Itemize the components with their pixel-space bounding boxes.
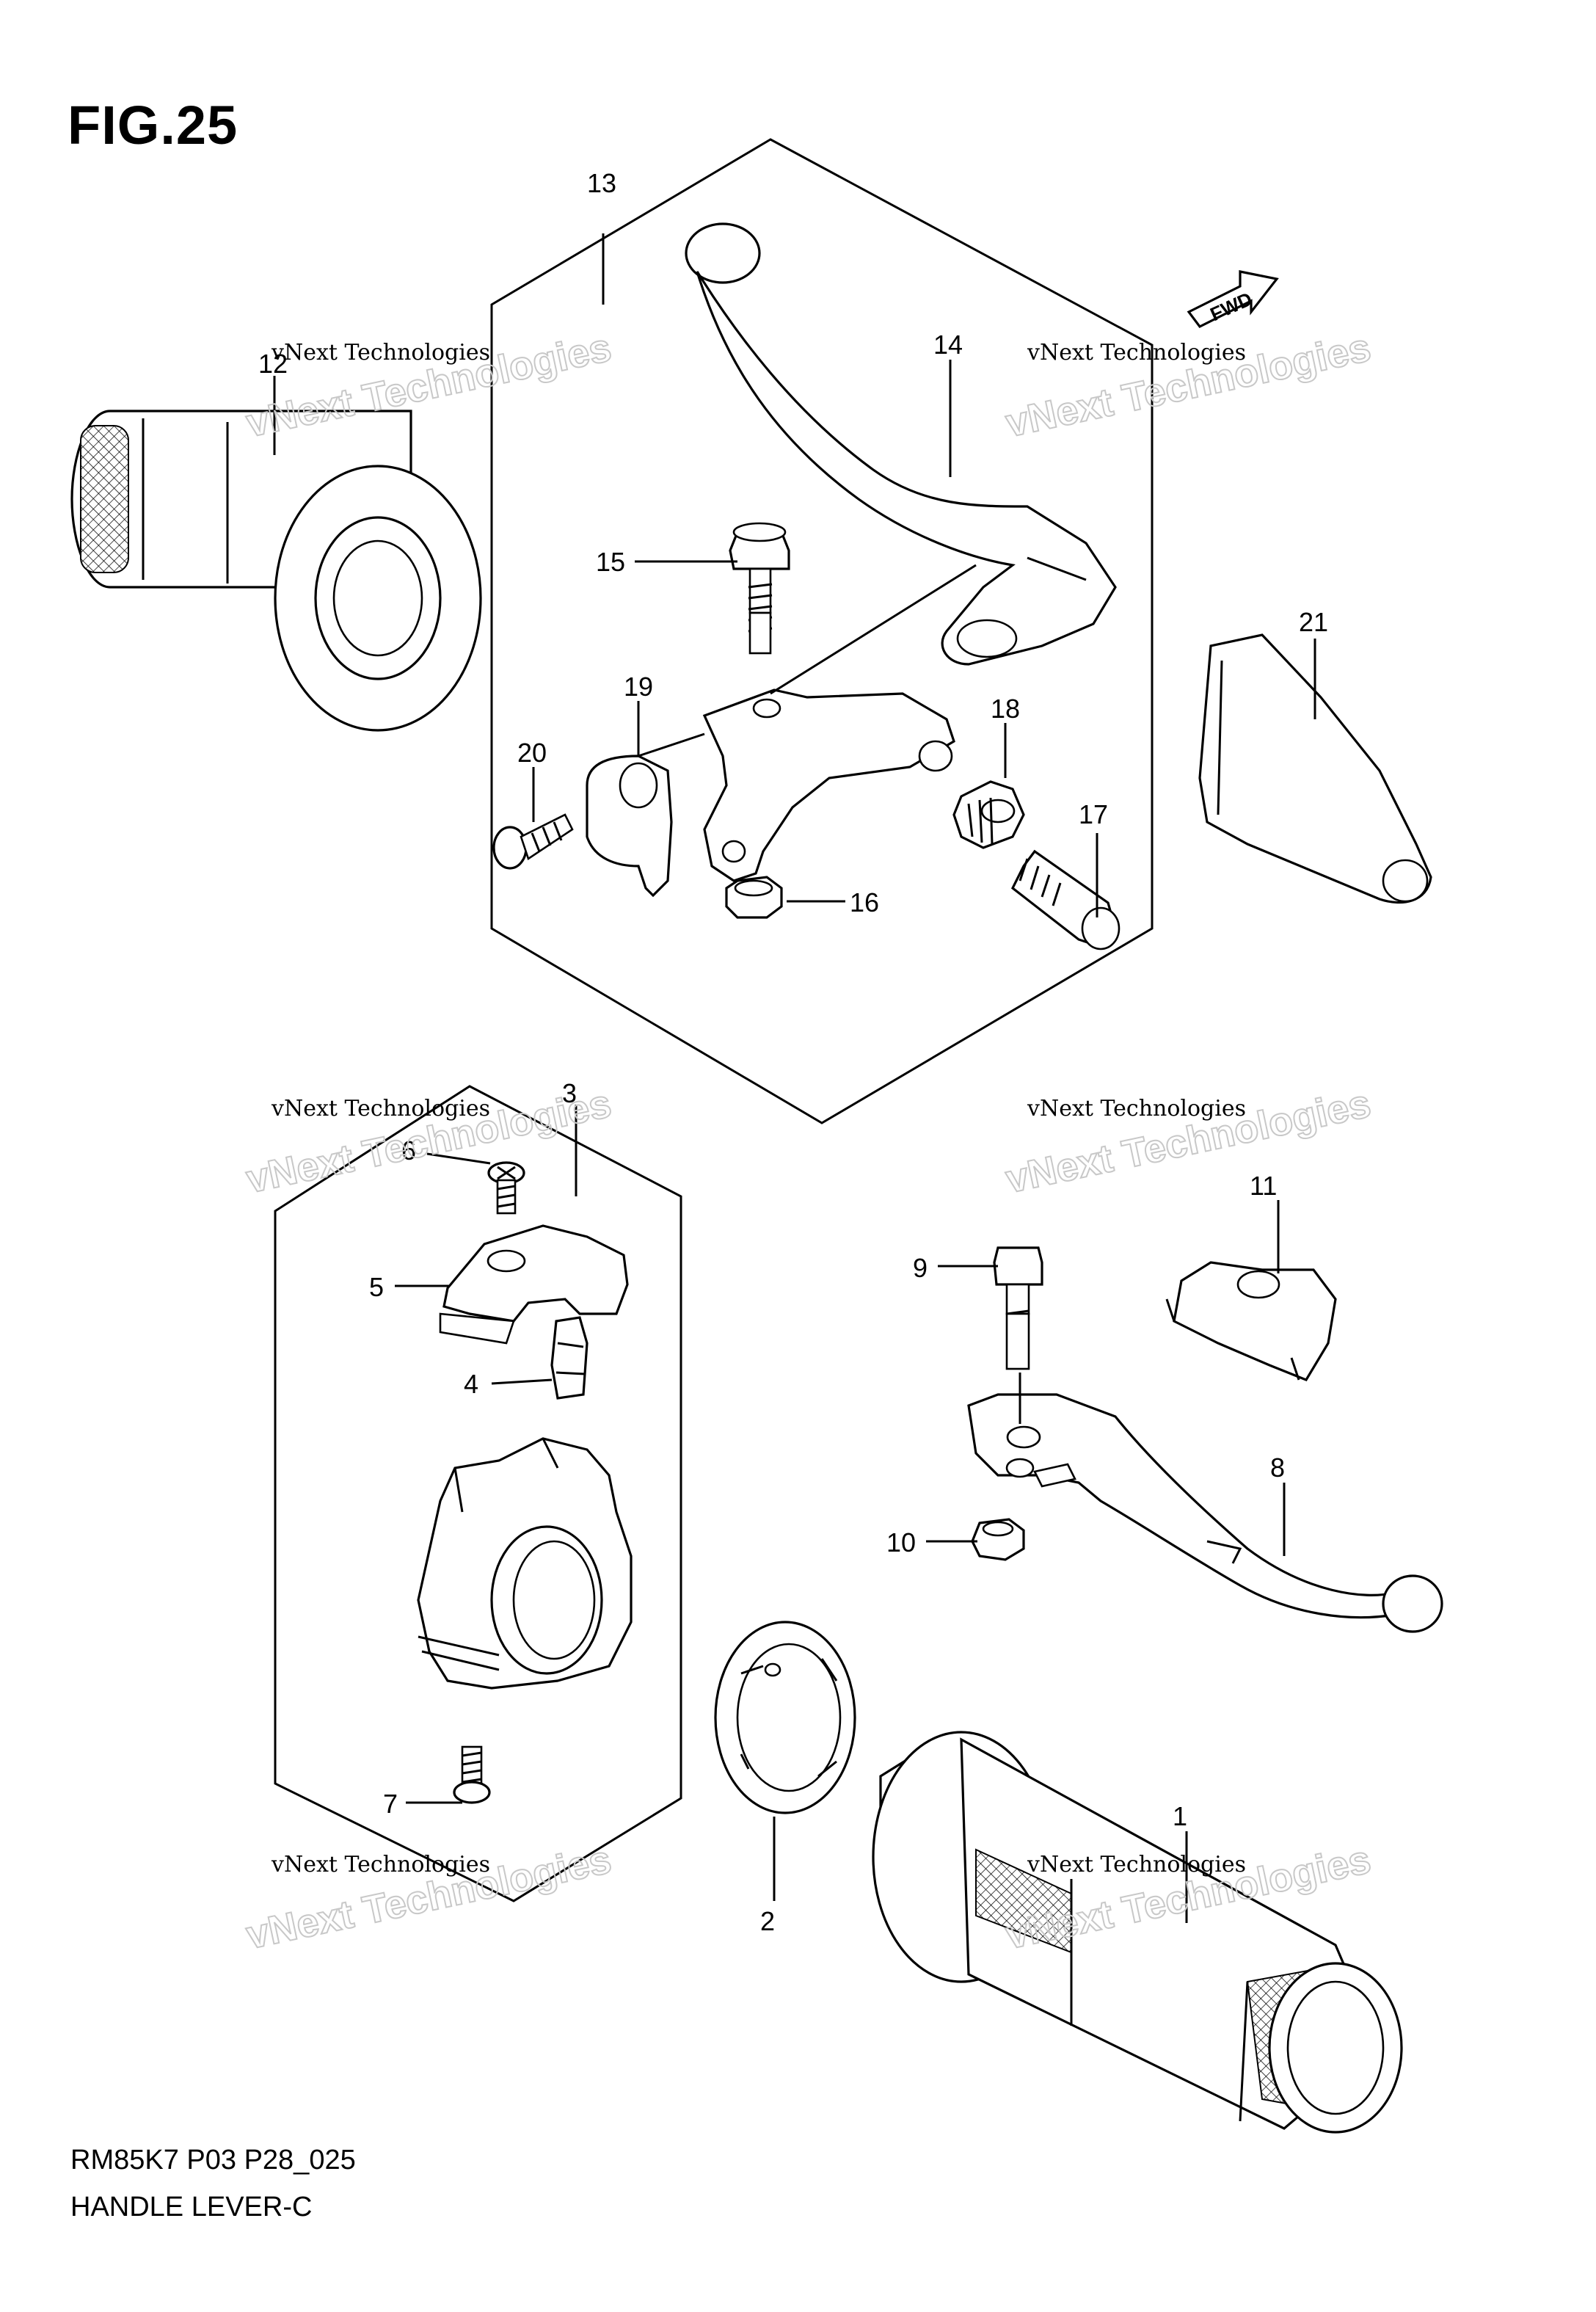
- watermark-mid-left: vNext Technologies vNext Technologies: [242, 1080, 616, 1202]
- screw-part-20: [492, 813, 574, 870]
- model-code: RM85K7 P03 P28_025: [70, 2145, 356, 2175]
- lever-holder: [702, 688, 955, 882]
- callout-17: 17: [1079, 799, 1108, 829]
- callout-9: 9: [913, 1253, 928, 1283]
- callout-13: 13: [587, 168, 616, 198]
- callout-5: 5: [369, 1272, 384, 1302]
- callout-8: 8: [1270, 1453, 1285, 1483]
- figure-title: FIG.25: [68, 95, 238, 156]
- watermark-bottom-left: vNext Technologies vNext Technologies: [242, 1836, 616, 1958]
- clip-part-4: [550, 1316, 589, 1400]
- boot-part-21: [1198, 633, 1432, 904]
- callout-1: 1: [1173, 1801, 1187, 1831]
- svg-text:vNext Technologies: vNext Technologies: [1027, 1852, 1246, 1877]
- fwd-arrow-icon: FWD: [1187, 270, 1279, 329]
- callout-numbers: 1 2 3 4 5 6 7 8 9 10 11 12 13 14 15 16 1…: [258, 168, 1328, 1936]
- bolt-part-15: [729, 522, 790, 655]
- nut-part-10: [971, 1518, 1025, 1561]
- callout-4: 4: [464, 1369, 478, 1399]
- svg-text:vNext Technologies: vNext Technologies: [1027, 340, 1246, 366]
- callout-18: 18: [991, 694, 1020, 724]
- lever-part-14: [685, 222, 1117, 666]
- callout-10: 10: [886, 1527, 916, 1557]
- bracket-part-5: [439, 1224, 629, 1345]
- assembly-outline-13: [490, 138, 1154, 1124]
- callout-15: 15: [596, 547, 625, 577]
- lever-part-8: [967, 1393, 1443, 1633]
- svg-text:vNext Technologies: vNext Technologies: [271, 1096, 490, 1122]
- switch-housing: [417, 1437, 633, 1690]
- callout-14: 14: [933, 330, 963, 360]
- callout-7: 7: [383, 1789, 398, 1819]
- watermark-top-right: vNext Technologies vNext Technologies: [1002, 324, 1376, 446]
- callout-6: 6: [401, 1135, 416, 1166]
- callout-2: 2: [760, 1906, 775, 1936]
- clamp-part-19: [586, 755, 673, 898]
- svg-text:vNext Technologies: vNext Technologies: [1027, 1096, 1246, 1122]
- callout-12: 12: [258, 349, 288, 379]
- callout-19: 19: [624, 672, 653, 702]
- screw-part-6: [487, 1161, 525, 1215]
- callout-3: 3: [562, 1078, 577, 1108]
- svg-text:vNext Technologies: vNext Technologies: [271, 1852, 490, 1877]
- watermark-top-left: vNext Technologies vNext Technologies: [242, 324, 616, 446]
- holder-part-11: [1165, 1261, 1337, 1381]
- grip-right-part-1: [872, 1731, 1403, 2134]
- adjuster-bolt-part-17: [1010, 849, 1121, 950]
- svg-text:vNext Technologies: vNext Technologies: [271, 340, 490, 366]
- ring-part-2: [714, 1621, 856, 1814]
- assembly-outline-3: [274, 1085, 682, 1902]
- nut-part-16: [725, 876, 783, 919]
- callout-21: 21: [1299, 607, 1328, 637]
- screw-part-7: [453, 1745, 491, 1804]
- watermark-mid-right: vNext Technologies vNext Technologies: [1002, 1080, 1376, 1202]
- bolt-part-9: [993, 1246, 1043, 1370]
- diagram-caption: HANDLE LEVER-C: [70, 2192, 313, 2222]
- callout-20: 20: [517, 738, 547, 768]
- callout-16: 16: [850, 887, 879, 917]
- callout-11: 11: [1250, 1171, 1277, 1201]
- leader-lines: [273, 233, 1316, 1923]
- grip-left-part-12: [70, 410, 482, 732]
- adjuster-nut-part-18: [952, 780, 1025, 849]
